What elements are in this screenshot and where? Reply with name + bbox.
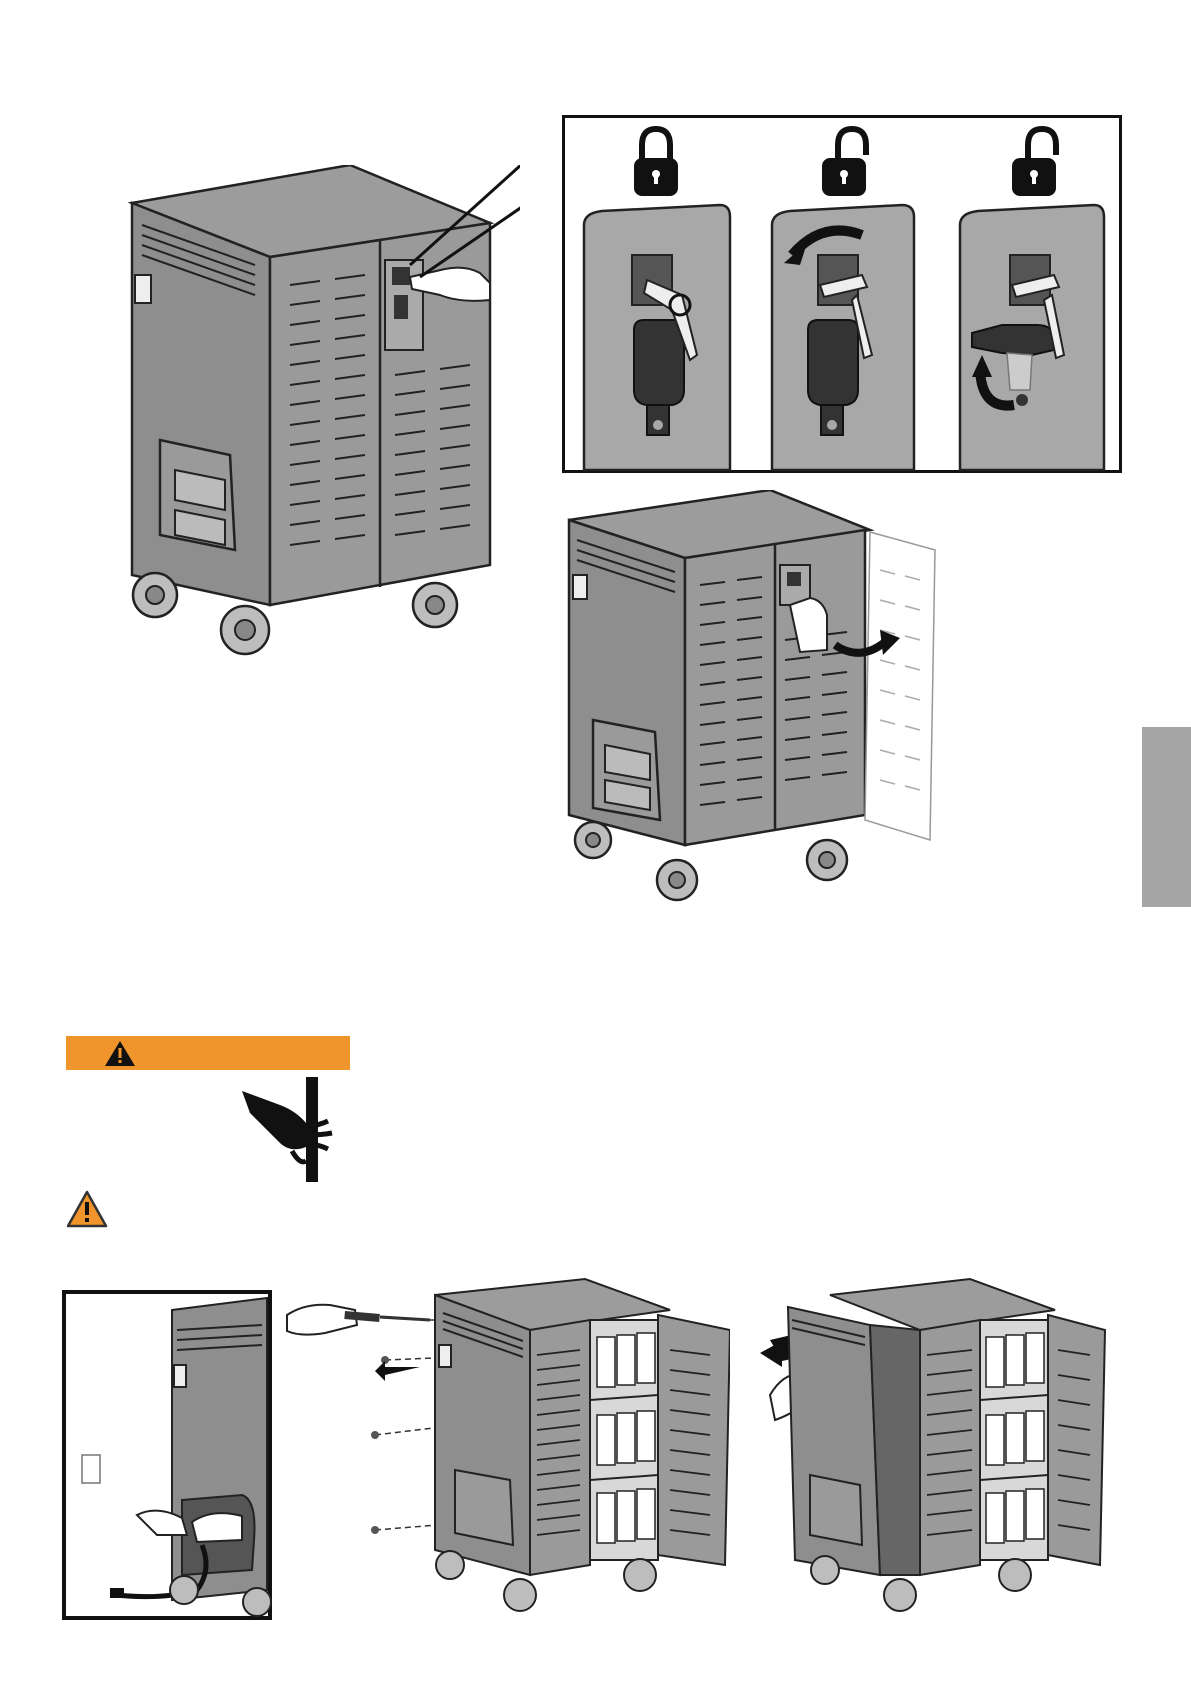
- warning-triangle-icon: [104, 1040, 136, 1067]
- cart-door-open-illustration: [565, 490, 945, 910]
- cart-key-in-lock-illustration: [120, 165, 520, 665]
- section-side-tab: [1142, 727, 1191, 907]
- unplug-power-cord-illustration: [62, 1290, 272, 1620]
- pinch-hazard-icon: [240, 1077, 350, 1182]
- warning-banner: [66, 1036, 350, 1070]
- remove-side-panel-screws-illustration: [285, 1275, 730, 1615]
- lock-states-zoom-panel: [562, 115, 1122, 473]
- caution-triangle-icon: [66, 1190, 108, 1228]
- remove-side-panel-illustration: [760, 1275, 1110, 1615]
